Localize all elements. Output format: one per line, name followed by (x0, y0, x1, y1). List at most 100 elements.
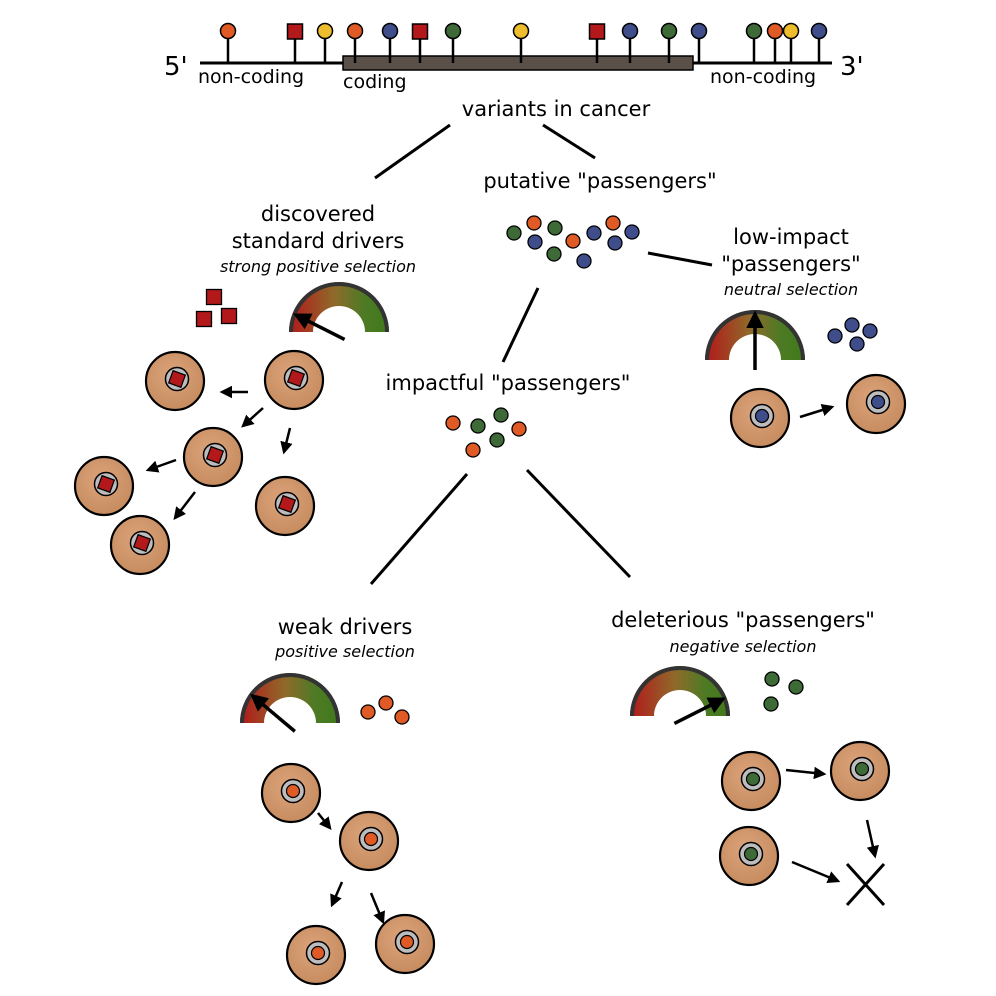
variant-marker (621, 22, 639, 63)
cell (338, 810, 400, 872)
low-impact-selection-label: neutral selection (724, 280, 858, 299)
driver-mutation-square (96, 474, 116, 494)
three-prime-label: 3' (840, 52, 864, 82)
variant-marker (810, 22, 828, 63)
cell (263, 349, 325, 411)
lineage-arrow (785, 766, 827, 780)
putative-passenger-dot (624, 224, 640, 240)
mutation-dot (870, 394, 886, 410)
lineage-arrow (330, 881, 344, 908)
variant-marker (745, 22, 763, 63)
mutation-dot (310, 945, 326, 961)
discovered-label-line1: discovered (261, 202, 375, 226)
low-impact-dot (844, 317, 860, 333)
putative-passenger-dot (546, 246, 562, 262)
mutation-dot (363, 831, 379, 847)
deleterious-dot (763, 696, 779, 712)
gauge-rim (289, 282, 389, 333)
putative-passenger-dot (565, 233, 581, 249)
driver-variant-square (195, 310, 213, 328)
lineage-arrow (799, 404, 835, 419)
low-impact-label-line1: low-impact (733, 225, 849, 249)
coding-label: coding (343, 71, 407, 93)
cell (374, 913, 436, 975)
five-prime-label: 5' (164, 52, 188, 82)
lineage-arrow (369, 892, 385, 925)
connector-to-low-impact (647, 251, 713, 267)
cell (109, 514, 171, 576)
cell (829, 740, 891, 802)
impactful-passenger-dot (465, 442, 481, 458)
variants-in-cancer-label: variants in cancer (462, 97, 651, 121)
lineage-arrow (865, 819, 879, 859)
variant-marker (512, 22, 530, 63)
gauge-rim (240, 673, 340, 724)
driver-mutation-square (286, 368, 306, 388)
cell (260, 762, 322, 824)
putative-passenger-dot (607, 235, 623, 251)
gauge-arc (705, 310, 805, 360)
impactful-passenger-dot (493, 407, 509, 423)
putative-passenger-dot (547, 220, 563, 236)
gauge-needle (250, 693, 296, 733)
deleterious-dot (788, 679, 804, 695)
mutation-dot (285, 783, 301, 799)
mutation-dot (754, 408, 770, 424)
gene-variant-markers (219, 22, 828, 63)
deleterious-dot (764, 671, 780, 687)
variant-marker (346, 22, 364, 63)
lineage-arrow (241, 407, 264, 428)
driver-variant-square (220, 307, 238, 325)
driver-variant-marker (286, 23, 304, 63)
gauge-arc (630, 666, 730, 716)
connector-to-putative (542, 123, 596, 160)
low-impact-dot (827, 328, 843, 344)
weak-driver-dot (378, 695, 394, 711)
variant-marker (766, 22, 784, 63)
connector-to-deleterious (525, 468, 632, 579)
mutation-dot (854, 761, 870, 777)
low-impact-dot (862, 323, 878, 339)
variant-marker (316, 22, 334, 63)
gauge-rim (630, 666, 730, 717)
deleterious-selection-label: negative selection (670, 637, 817, 656)
gauge-arc (289, 282, 389, 332)
low-impact-dot (849, 336, 865, 352)
impactful-passenger-dot (489, 432, 505, 448)
tree-connectors (369, 123, 713, 585)
variant-marker (782, 22, 800, 63)
coding-region-bar (342, 55, 694, 71)
variant-marker (219, 22, 237, 63)
putative-passengers-label: putative "passengers" (483, 169, 716, 193)
cell-death-cross-icon (845, 862, 886, 907)
selection-gauge (289, 282, 389, 342)
lineage-arrow (280, 427, 293, 455)
cell (845, 373, 907, 435)
putative-passenger-dot (526, 215, 542, 231)
noncoding-left-label: non-coding (198, 66, 304, 88)
variant-marker (381, 22, 399, 63)
weak-drivers-label: weak drivers (278, 615, 413, 639)
weak-drivers-selection-label: positive selection (274, 642, 415, 661)
cell (182, 426, 244, 488)
cell (720, 750, 782, 812)
lineage-arrow (317, 812, 332, 830)
putative-passenger-dot (506, 225, 522, 241)
selection-gauge (630, 666, 730, 726)
deleterious-passengers-label: deleterious "passengers" (611, 608, 875, 632)
cell-populations (73, 349, 907, 986)
driver-variant-marker (588, 23, 606, 63)
impactful-passenger-dot (511, 421, 527, 437)
cell (254, 475, 316, 537)
connector-to-impactful (501, 287, 540, 363)
cell (718, 825, 780, 887)
driver-variant-marker (411, 23, 429, 63)
driver-mutation-square (132, 533, 152, 553)
gauge-needle (673, 697, 726, 726)
impactful-passenger-dot (445, 415, 461, 431)
putative-passenger-dot (527, 234, 543, 250)
cell (729, 387, 791, 449)
selection-gauges (240, 282, 805, 733)
